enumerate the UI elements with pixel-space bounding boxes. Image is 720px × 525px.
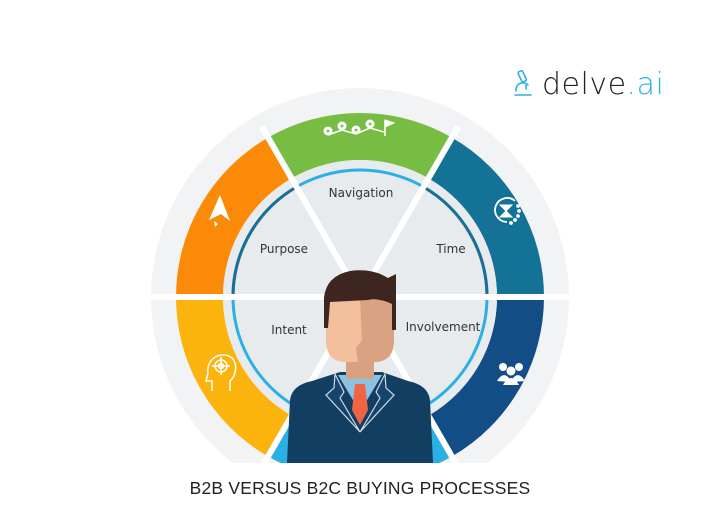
- label-navigation: Navigation: [329, 186, 394, 200]
- brand-name: delve.ai: [542, 66, 665, 102]
- label-intent: Intent: [271, 323, 307, 337]
- microscope-icon: [514, 69, 532, 96]
- label-purpose: Purpose: [260, 242, 308, 256]
- label-involvement: Involvement: [406, 320, 481, 334]
- paper-plane-icon: [209, 195, 230, 227]
- page-title: B2B VERSUS B2C BUYING PROCESSES: [189, 478, 531, 498]
- head-target-icon: [205, 354, 237, 391]
- delve-logo: delve.ai: [512, 64, 664, 104]
- people-group-icon: [497, 363, 525, 385]
- inner-ring-time-arc: [422, 185, 489, 298]
- hourglass-cycle-icon: [494, 197, 521, 225]
- segment-time: [428, 137, 545, 297]
- route-pins-flag-icon: [323, 119, 396, 136]
- businessman-avatar: [287, 270, 433, 463]
- segment-involvement: [428, 297, 545, 457]
- segment-navigation: [268, 112, 452, 179]
- segment-purpose: [176, 137, 292, 297]
- inner-ring-purpose-arc: [231, 185, 298, 298]
- label-time: Time: [435, 242, 465, 256]
